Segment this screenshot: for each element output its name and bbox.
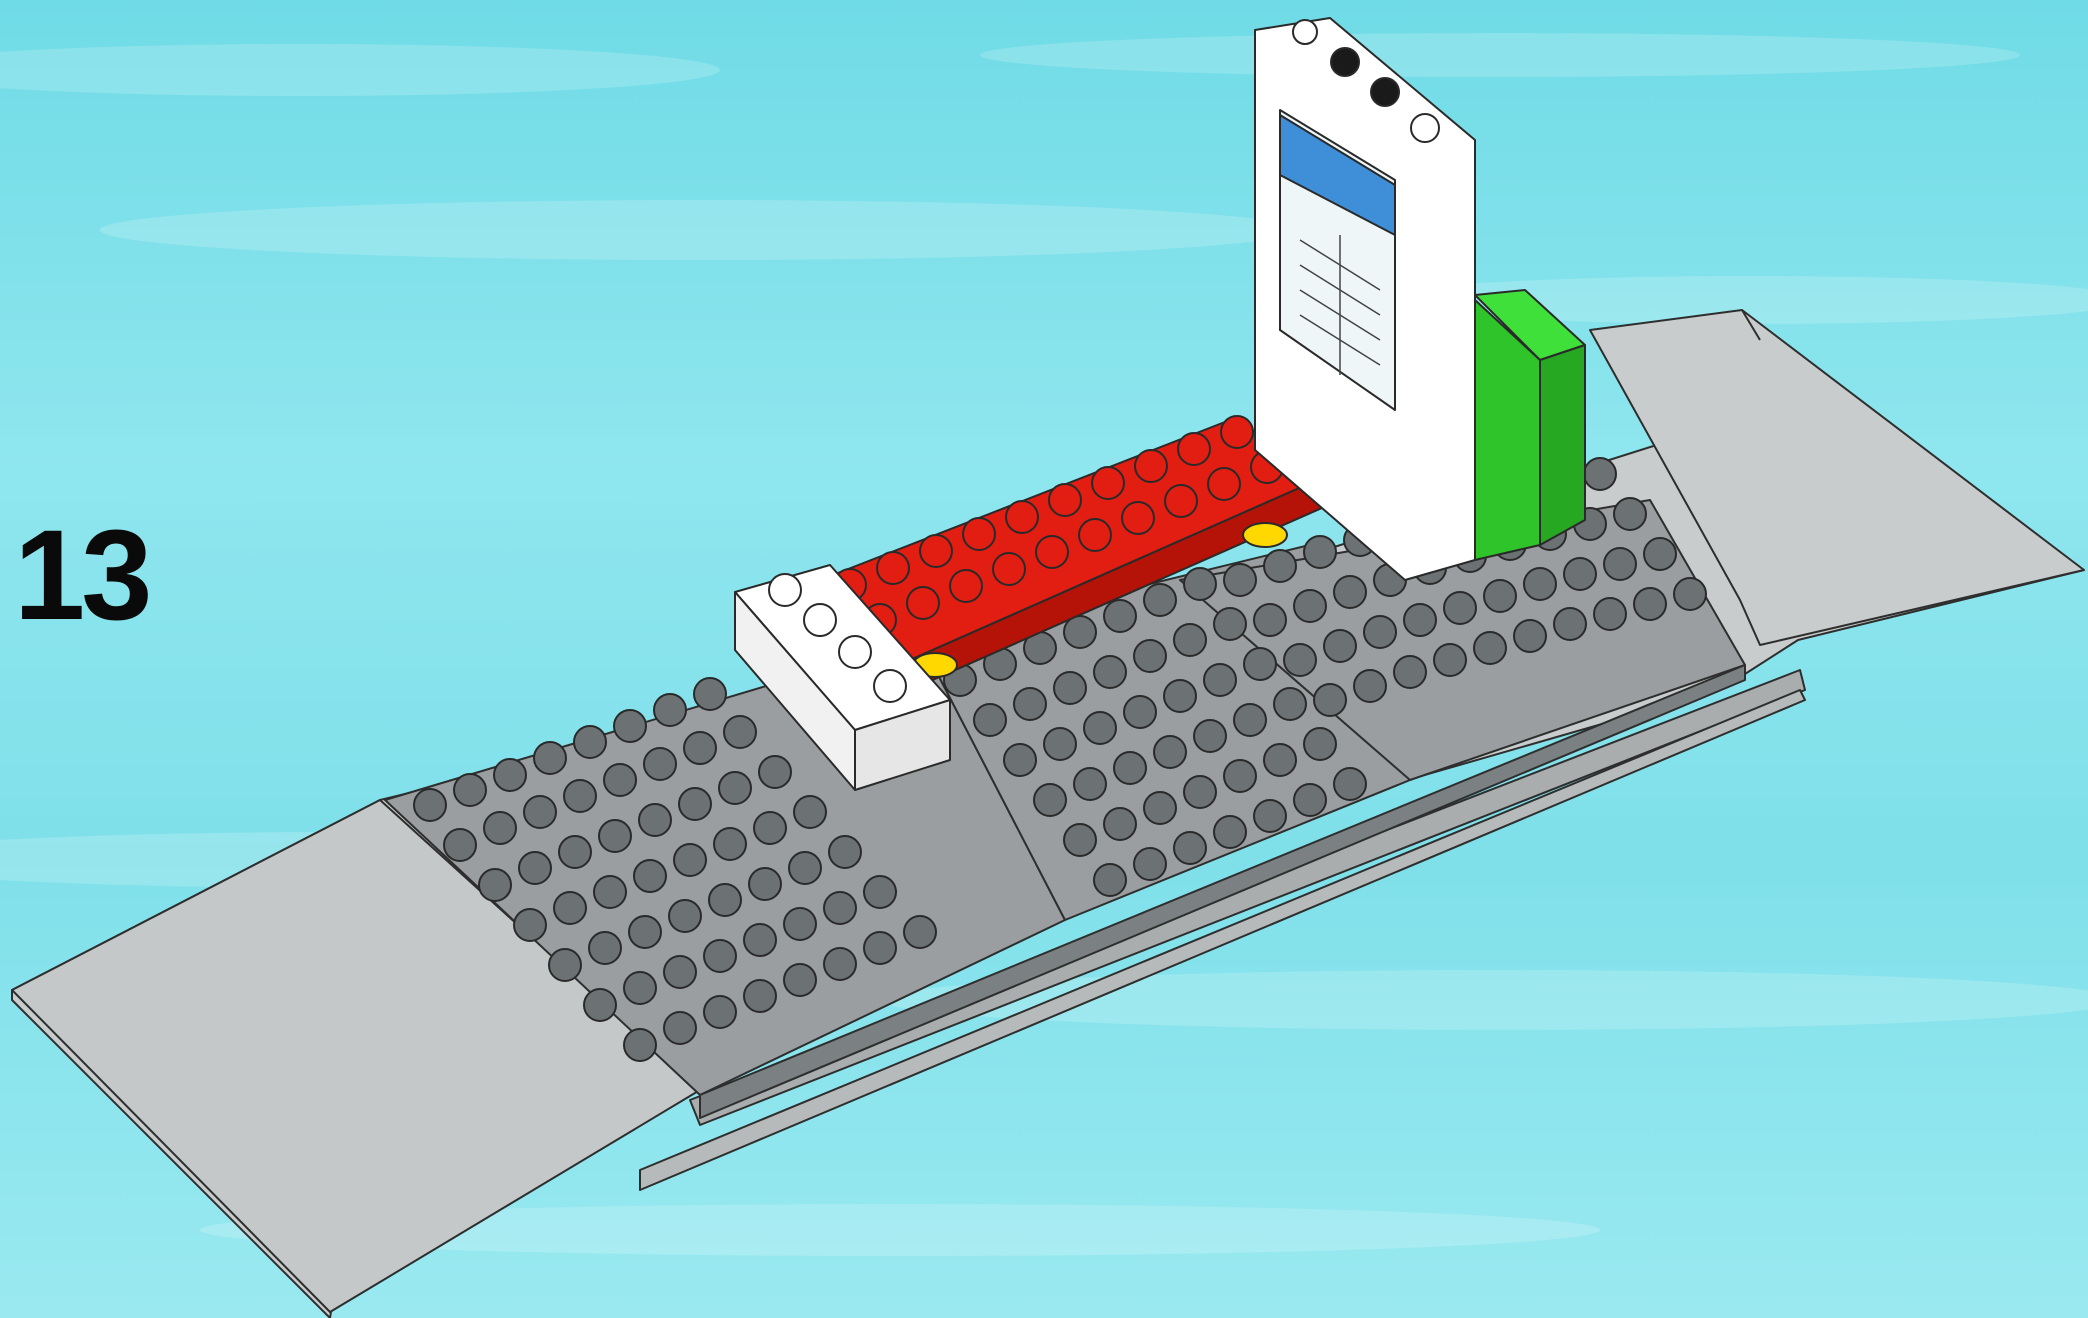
green-bin [1475, 290, 1585, 560]
